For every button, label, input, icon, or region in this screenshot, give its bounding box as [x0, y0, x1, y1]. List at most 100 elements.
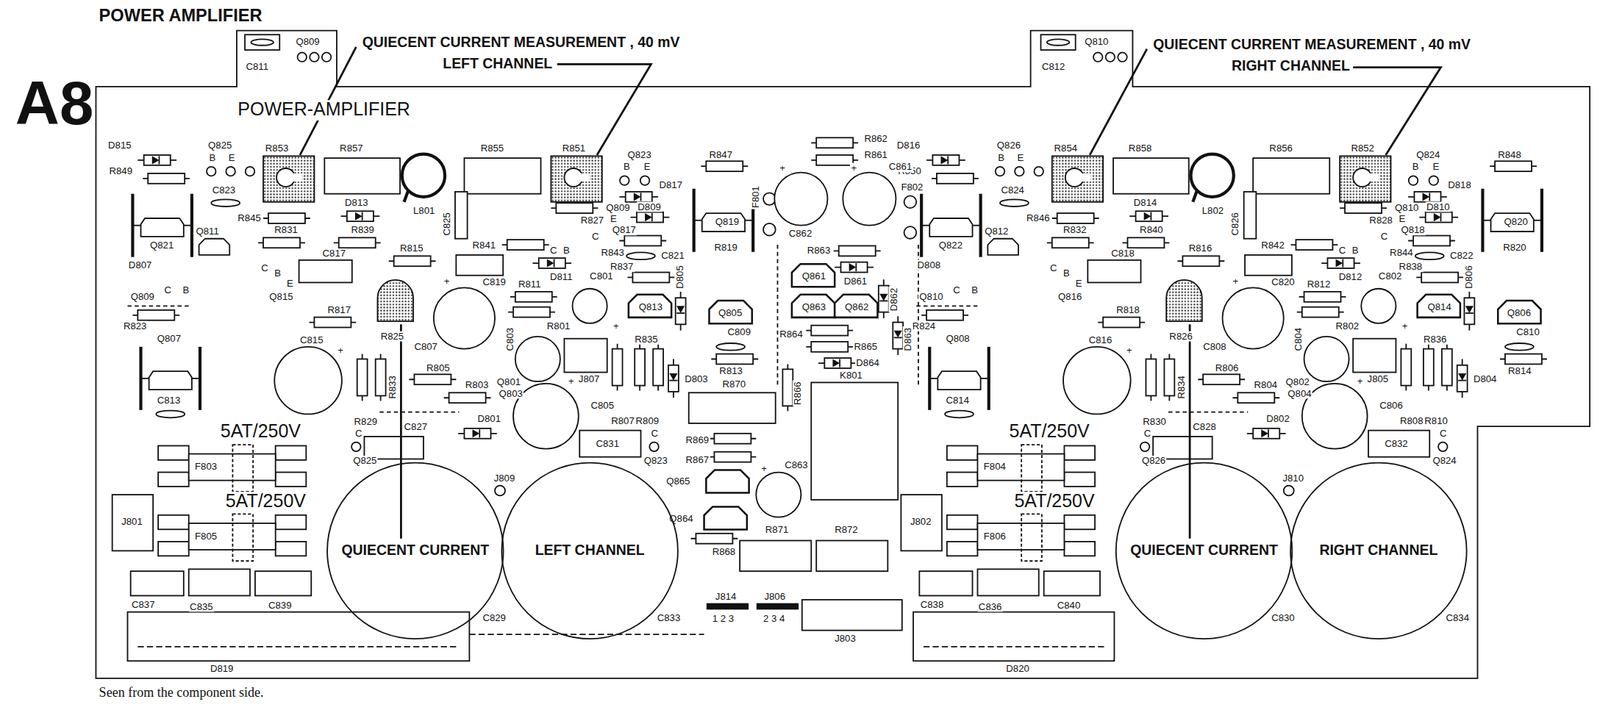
part-label: R841	[471, 240, 497, 251]
part-label: C861	[887, 161, 913, 173]
pcb-polyline	[1352, 67, 1441, 156]
pcb-use	[628, 294, 672, 318]
pin-letter: E	[1431, 161, 1441, 173]
capacitor-outline	[1116, 463, 1293, 640]
pcb-rect	[455, 191, 468, 239]
part-label: D819	[208, 663, 234, 675]
pin-letter: C	[1379, 231, 1389, 242]
board-note: Q810	[1083, 36, 1110, 48]
pcb-use	[900, 154, 1547, 597]
pcb-ellipse	[626, 252, 656, 260]
board-note: C811	[244, 61, 270, 73]
part-label: R828	[1368, 215, 1394, 226]
part-label: C814	[944, 395, 970, 406]
pcb-rect	[275, 515, 307, 530]
part-label: K801	[838, 369, 864, 381]
pcb-use	[708, 452, 756, 463]
pcb-use	[805, 341, 853, 353]
board-note: POWER-AMPLIFIER	[236, 100, 412, 120]
part-label: D812	[1337, 272, 1363, 283]
pin-letter: C	[163, 285, 173, 296]
part-label: J805	[1366, 374, 1389, 385]
pcb-line	[379, 411, 459, 414]
part-label: C835	[188, 601, 214, 612]
pcb-rect	[688, 392, 776, 424]
pcb-rect	[286, 173, 303, 182]
pin-letter: +	[1125, 345, 1134, 356]
pin-letter: C	[260, 263, 270, 274]
pcb-rect	[324, 158, 400, 195]
part-label: R819	[713, 242, 739, 253]
part-label: Q820	[1502, 216, 1529, 228]
part-label: Q812	[983, 226, 1010, 237]
pcb-use	[444, 392, 492, 403]
pin-letter: C	[591, 231, 600, 242]
part-label: 5AT/250V	[219, 422, 302, 443]
pcb-line	[1089, 49, 1148, 156]
part-label: J806	[763, 591, 787, 603]
part-label: Q809	[605, 202, 631, 214]
pin-letter: E	[1074, 278, 1084, 289]
circle-caption: LEFT CHANNEL	[533, 543, 646, 559]
part-label: R871	[763, 525, 789, 536]
board-note: QUIECENT CURRENT MEASUREMENT , 40 mV	[1152, 36, 1473, 53]
pin-letter: E	[642, 161, 652, 173]
pin-letter: C	[354, 428, 364, 439]
pcb-circle	[245, 166, 255, 176]
part-label: R853	[263, 143, 289, 154]
part-label: Q805	[717, 308, 744, 319]
part-label: D864	[855, 358, 881, 369]
board-note: LEFT CHANNEL	[441, 56, 554, 73]
pcb-circle	[494, 486, 506, 497]
part-label: D809	[636, 201, 662, 212]
part-label: R840	[1138, 225, 1164, 236]
capacitor-circle: QUIECENT CURRENTC830	[1115, 462, 1293, 640]
pcb-use	[550, 202, 598, 214]
pcb-use	[132, 194, 192, 258]
part-label: D804	[1472, 374, 1498, 385]
pcb-use	[612, 344, 623, 392]
part-label: R824	[911, 321, 937, 332]
part-label: R815	[399, 243, 425, 254]
part-label: Q818	[1400, 225, 1426, 236]
part-label: Q824	[1431, 455, 1458, 467]
pcb-use	[502, 239, 550, 250]
pcb-ellipse	[250, 38, 274, 45]
part-label: R804	[1252, 380, 1278, 391]
part-label: C816	[1087, 335, 1113, 346]
part-label: D818	[1447, 180, 1473, 191]
part-label: R865	[852, 341, 878, 353]
pcb-use	[878, 279, 889, 319]
part-label: R848	[1497, 150, 1523, 161]
pin-letter: B	[1411, 161, 1420, 173]
part-label: R862	[863, 133, 889, 144]
part-label: F804	[982, 461, 1007, 473]
pcb-use	[375, 354, 387, 402]
part-label: Q810	[1394, 202, 1420, 214]
part-label: C828	[1191, 422, 1217, 433]
pin-letter: C	[1337, 245, 1347, 256]
pcb-circle	[904, 195, 917, 209]
part-label: J803	[833, 633, 857, 644]
part-label: C838	[919, 600, 945, 611]
pcb-use	[708, 433, 756, 445]
part-label: C818	[1110, 248, 1136, 259]
pin-letter: B	[562, 245, 572, 256]
pcb-rect	[158, 445, 189, 460]
pcb-rect	[127, 612, 470, 662]
circle-caption: QUIECENT CURRENT	[1129, 543, 1280, 559]
part-label: Q815	[268, 291, 295, 303]
pin-letter: E	[1016, 152, 1025, 164]
part-label: R847	[708, 150, 734, 161]
part-label: C819	[481, 277, 507, 288]
pcb-path	[377, 280, 414, 322]
part-label: 5AT/250V	[1013, 491, 1096, 512]
part-label: R849	[108, 166, 134, 177]
pcb-use	[142, 173, 190, 184]
part-label: Q822	[937, 240, 964, 251]
pcb-ellipse	[155, 411, 185, 419]
pcb-rect	[739, 541, 812, 573]
pcb-use	[341, 211, 381, 222]
part-label: R835	[633, 334, 659, 345]
part-label: Q863	[800, 301, 827, 312]
